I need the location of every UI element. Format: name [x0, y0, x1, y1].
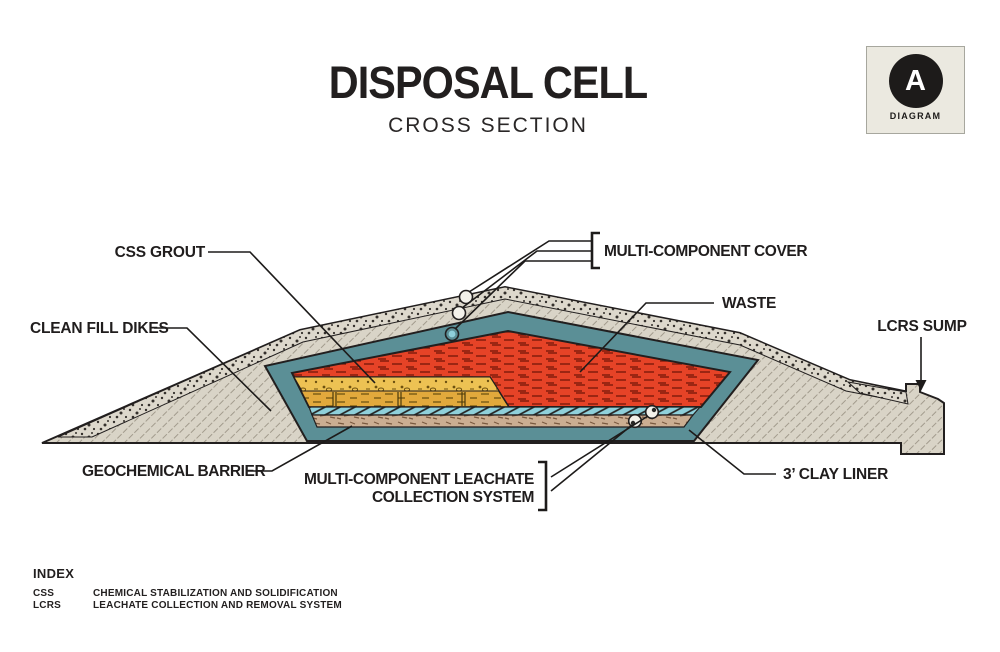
cover-layer-markers	[444, 289, 474, 342]
cover-leader-2	[461, 250, 591, 309]
leachate-leader-2	[550, 424, 633, 492]
badge-caption: DIAGRAM	[889, 111, 942, 121]
label-clay-liner: 3’ CLAY LINER	[783, 466, 888, 483]
geochemical-barrier-layer	[311, 414, 695, 428]
badge-letter: A	[905, 64, 926, 97]
clay-liner-leader	[688, 429, 776, 475]
css-grout-block-joints	[332, 392, 466, 406]
waste-leader	[579, 302, 714, 373]
cover-bracket	[590, 231, 600, 270]
index-definition-css: CHEMICAL STABILIZATION AND SOLIDIFICATIO…	[93, 588, 338, 599]
label-css-grout: CSS GROUT	[115, 244, 206, 261]
label-geochemical-barrier: GEOCHEMICAL BARRIER	[82, 463, 265, 480]
page-header: DISPOSAL CELL CROSS SECTION	[0, 60, 988, 138]
label-leachate-line1: MULTI-COMPONENT LEACHATE	[304, 471, 534, 488]
leachate-collection-layer	[308, 406, 702, 416]
label-waste: WASTE	[722, 295, 776, 312]
clean-fill-dikes-leader	[154, 327, 272, 412]
lcrs-sump-arrowhead	[915, 380, 927, 391]
leachate-pipe-markers	[627, 404, 660, 429]
index-heading: INDEX	[33, 566, 75, 581]
index-row-lcrs: LCRS LEACHATE COLLECTION AND REMOVAL SYS…	[33, 600, 342, 612]
index-row-css: CSS CHEMICAL STABILIZATION AND SOLIDIFIC…	[33, 588, 342, 600]
index-term-css: CSS	[33, 588, 55, 599]
css-grout-leader	[208, 251, 376, 384]
diagram-badge: A DIAGRAM	[866, 46, 965, 134]
index-table: CSS CHEMICAL STABILIZATION AND SOLIDIFIC…	[33, 588, 342, 612]
index-legend: INDEX CSS CHEMICAL STABILIZATION AND SOL…	[33, 566, 342, 612]
label-multi-component-cover: MULTI-COMPONENT COVER	[604, 243, 807, 260]
label-lcrs-sump: LCRS SUMP	[877, 318, 966, 335]
label-leachate-line2: COLLECTION SYSTEM	[372, 489, 534, 506]
css-grout-top-layer	[293, 376, 500, 392]
label-clean-fill-dikes: CLEAN FILL DIKES	[30, 320, 169, 337]
badge-circle-icon: A	[888, 54, 943, 108]
page-title: DISPOSAL CELL	[328, 57, 648, 108]
cover-leader-3	[454, 260, 591, 330]
gravel-sump-wedge	[846, 381, 909, 405]
leachate-bracket	[538, 460, 548, 512]
index-term-lcrs: LCRS	[33, 600, 62, 611]
page-subtitle: CROSS SECTION	[388, 114, 588, 137]
geochemical-barrier-leader	[247, 425, 353, 472]
cover-leader-1	[468, 240, 591, 293]
index-definition-lcrs: LEACHATE COLLECTION AND REMOVAL SYSTEM	[93, 600, 342, 611]
